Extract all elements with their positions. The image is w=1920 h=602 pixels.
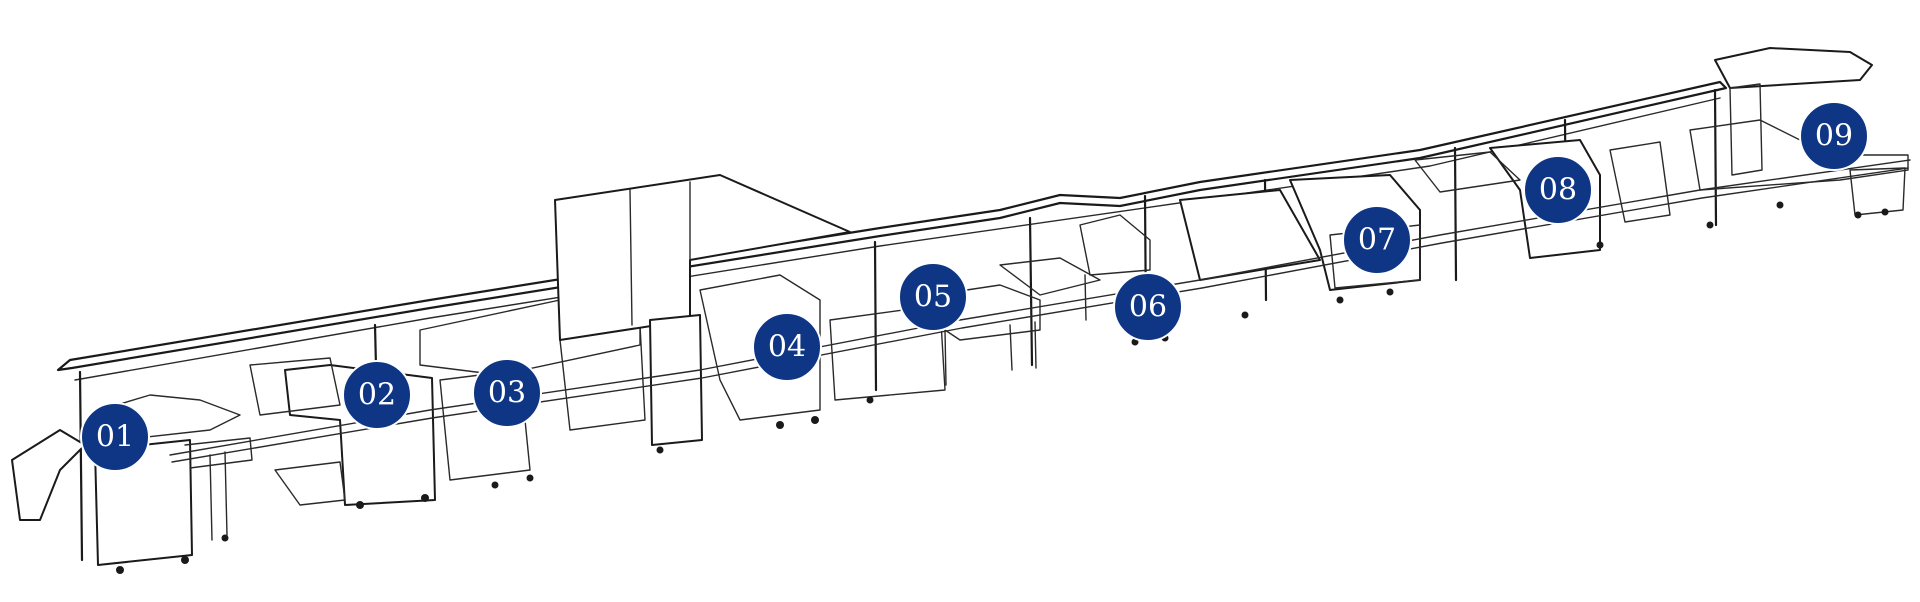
station-marker-08[interactable]: 08 bbox=[1523, 155, 1593, 225]
station-number: 07 bbox=[1358, 223, 1396, 258]
marker-circle bbox=[472, 358, 542, 428]
station-markers: 01 02 03 04 05 06 07 08 bbox=[80, 101, 1869, 472]
machine-09 bbox=[1689, 47, 1909, 229]
station-number: 08 bbox=[1539, 173, 1577, 208]
station-marker-09[interactable]: 09 bbox=[1799, 101, 1869, 171]
station-number: 04 bbox=[768, 330, 806, 365]
tall-cabinet bbox=[554, 174, 851, 454]
marker-circle bbox=[1523, 155, 1593, 225]
marker-circle bbox=[342, 360, 412, 430]
station-number: 09 bbox=[1815, 119, 1853, 154]
station-marker-04[interactable]: 04 bbox=[752, 312, 822, 382]
station-marker-05[interactable]: 05 bbox=[898, 262, 968, 332]
station-number: 03 bbox=[488, 376, 526, 411]
station-number: 06 bbox=[1129, 290, 1167, 325]
station-marker-07[interactable]: 07 bbox=[1342, 205, 1412, 275]
station-number: 05 bbox=[914, 280, 952, 315]
station-marker-02[interactable]: 02 bbox=[342, 360, 412, 430]
machine-06 bbox=[1079, 189, 1321, 346]
station-marker-01[interactable]: 01 bbox=[80, 402, 150, 472]
marker-circle bbox=[1342, 205, 1412, 275]
station-marker-06[interactable]: 06 bbox=[1113, 272, 1183, 342]
station-number: 02 bbox=[358, 378, 396, 413]
marker-circle bbox=[1113, 272, 1183, 342]
station-number: 01 bbox=[96, 420, 134, 455]
station-marker-03[interactable]: 03 bbox=[472, 358, 542, 428]
marker-circle bbox=[1799, 101, 1869, 171]
marker-circle bbox=[898, 262, 968, 332]
marker-circle bbox=[80, 402, 150, 472]
marker-circle bbox=[752, 312, 822, 382]
overhead-gantry bbox=[56, 80, 1728, 381]
